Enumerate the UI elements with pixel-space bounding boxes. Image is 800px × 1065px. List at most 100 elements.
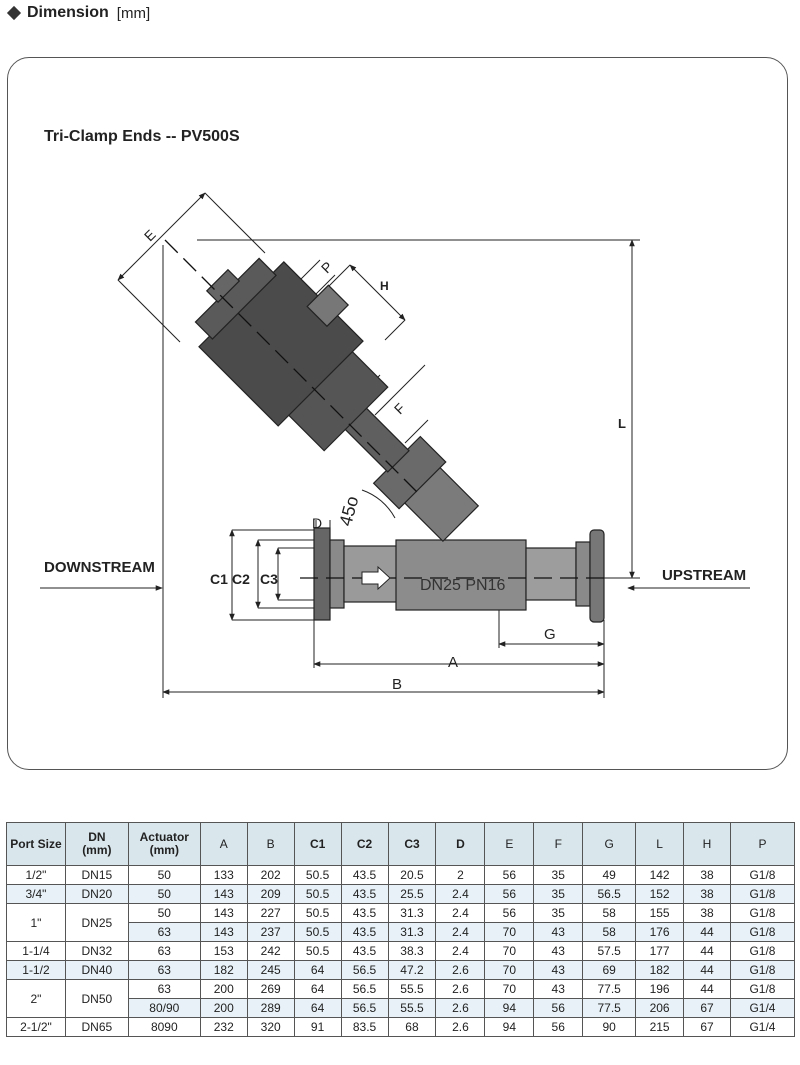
header-cell: Actuator(mm) xyxy=(127,822,201,866)
header-dn: DN xyxy=(88,830,106,844)
value-cell: 25.5 xyxy=(387,884,437,904)
dn-cell: DN32 xyxy=(64,941,129,961)
value-cell: 2 xyxy=(435,865,486,885)
value-cell: 152 xyxy=(635,884,685,904)
value-cell: 43.5 xyxy=(340,884,389,904)
value-cell: 56 xyxy=(533,1017,584,1037)
header-cell: D xyxy=(435,822,486,866)
header-cell: C1 xyxy=(293,822,342,866)
header-cell: F xyxy=(533,822,584,866)
value-cell: 232 xyxy=(199,1017,248,1037)
value-cell: 2.6 xyxy=(435,1017,486,1037)
dn-cell: DN15 xyxy=(64,865,129,885)
body-marking: DN25 PN16 xyxy=(420,577,505,594)
value-cell: 50.5 xyxy=(293,903,342,923)
value-cell: 55.5 xyxy=(387,979,437,999)
value-cell: 43.5 xyxy=(340,903,389,923)
dim-c3-label: C3 xyxy=(260,571,278,587)
actuator-cell: 8090 xyxy=(127,1017,201,1037)
value-cell: 31.3 xyxy=(387,922,437,942)
value-cell: 215 xyxy=(635,1017,685,1037)
value-cell: 2.4 xyxy=(435,903,486,923)
drawing-frame xyxy=(7,57,788,770)
value-cell: 237 xyxy=(246,922,295,942)
value-cell: 2.4 xyxy=(435,922,486,942)
value-cell: 38 xyxy=(683,884,731,904)
dn-cell: DN40 xyxy=(64,960,129,980)
value-cell: 44 xyxy=(683,960,731,980)
actuator-cell: 50 xyxy=(127,884,201,904)
dim-f-label: F xyxy=(391,400,408,417)
port-size-cell: 1" xyxy=(6,903,66,942)
section-title: Dimension xyxy=(27,4,109,21)
value-cell: 64 xyxy=(293,998,342,1018)
value-cell: 196 xyxy=(635,979,685,999)
value-cell: 269 xyxy=(246,979,295,999)
port-size-cell: 1-1/2 xyxy=(6,960,66,980)
dim-h-label: H xyxy=(380,279,389,293)
value-cell: 56.5 xyxy=(340,979,389,999)
value-cell: 155 xyxy=(635,903,685,923)
value-cell: 2.4 xyxy=(435,941,486,961)
value-cell: 91 xyxy=(293,1017,342,1037)
value-cell: 58 xyxy=(582,922,637,942)
dn-cell: DN25 xyxy=(64,903,129,942)
value-cell: 245 xyxy=(246,960,295,980)
value-cell: 47.2 xyxy=(387,960,437,980)
value-cell: 2.6 xyxy=(435,960,486,980)
value-cell: 209 xyxy=(246,884,295,904)
value-cell: G1/8 xyxy=(729,884,796,904)
value-cell: 206 xyxy=(635,998,685,1018)
value-cell: 289 xyxy=(246,998,295,1018)
value-cell: 56 xyxy=(533,998,584,1018)
upstream-label: UPSTREAM xyxy=(662,567,746,584)
dim-a-label: A xyxy=(448,654,458,671)
value-cell: 56.5 xyxy=(582,884,637,904)
value-cell: G1/8 xyxy=(729,922,796,942)
value-cell: 67 xyxy=(683,1017,731,1037)
value-cell: 142 xyxy=(635,865,685,885)
header-cell: H xyxy=(683,822,731,866)
dn-cell: DN20 xyxy=(64,884,129,904)
port-size-cell: 3/4" xyxy=(6,884,66,904)
value-cell: 43 xyxy=(533,960,584,980)
header-cell: DN(mm) xyxy=(64,822,129,866)
port-size-cell: 2" xyxy=(6,979,66,1018)
dn-cell: DN50 xyxy=(64,979,129,1018)
value-cell: 50.5 xyxy=(293,922,342,942)
actuator-cell: 63 xyxy=(127,960,201,980)
value-cell: 56.5 xyxy=(340,998,389,1018)
value-cell: 320 xyxy=(246,1017,295,1037)
dim-p-label: P xyxy=(318,258,336,276)
value-cell: 64 xyxy=(293,979,342,999)
dn-cell: DN65 xyxy=(64,1017,129,1037)
port-size-cell: 2-1/2" xyxy=(6,1017,66,1037)
header-cell: C3 xyxy=(387,822,437,866)
value-cell: 70 xyxy=(484,960,535,980)
dim-b-label: B xyxy=(392,676,402,693)
value-cell: G1/8 xyxy=(729,979,796,999)
value-cell: 20.5 xyxy=(387,865,437,885)
value-cell: 2.4 xyxy=(435,884,486,904)
dim-l-label: L xyxy=(618,416,626,431)
angle-label: 45o xyxy=(335,494,362,528)
value-cell: 43.5 xyxy=(340,865,389,885)
value-cell: 43 xyxy=(533,979,584,999)
value-cell: 90 xyxy=(582,1017,637,1037)
actuator-cell: 50 xyxy=(127,865,201,885)
header-cell: B xyxy=(246,822,295,866)
actuator-cell: 63 xyxy=(127,922,201,942)
value-cell: 50.5 xyxy=(293,941,342,961)
value-cell: 2.6 xyxy=(435,979,486,999)
value-cell: 56 xyxy=(484,903,535,923)
dim-c1-label: C1 xyxy=(210,571,228,587)
header-cell: A xyxy=(199,822,248,866)
value-cell: 200 xyxy=(199,979,248,999)
actuator-cell: 63 xyxy=(127,941,201,961)
